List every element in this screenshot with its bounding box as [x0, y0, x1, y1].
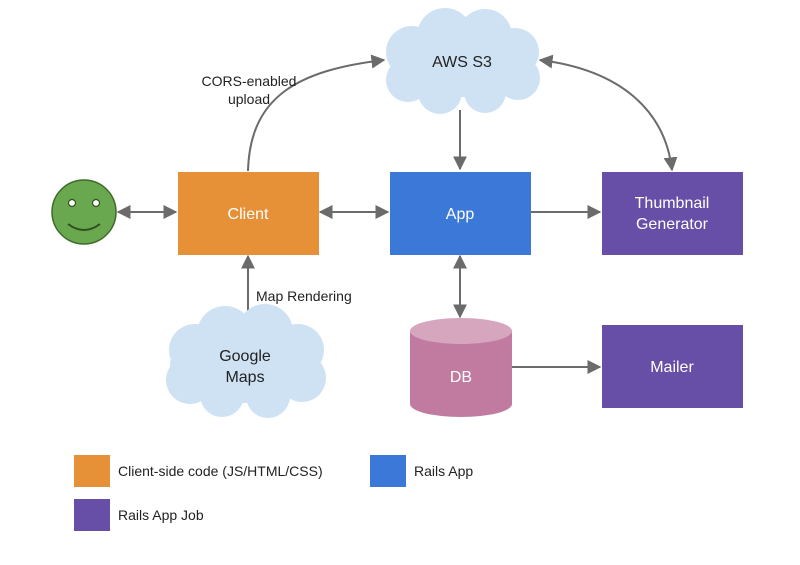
legend-label-client-side: Client-side code (JS/HTML/CSS) — [118, 463, 323, 479]
legend-item-rails-app: Rails App — [370, 455, 473, 487]
google-maps-label-line2: Maps — [225, 369, 264, 386]
google-maps-cloud: Google Maps — [166, 304, 326, 418]
client-label: Client — [228, 206, 269, 223]
mailer-node: Mailer — [602, 325, 743, 408]
google-maps-label-line1: Google — [219, 348, 271, 365]
edge-s3-thumbnail — [538, 54, 678, 172]
map-rendering-label: Map Rendering — [256, 288, 352, 304]
thumbnail-label-line2: Generator — [636, 216, 709, 233]
legend: Client-side code (JS/HTML/CSS) Rails App… — [74, 455, 473, 531]
cors-upload-label-line1: CORS-enabled — [202, 73, 297, 89]
app-node: App — [390, 172, 531, 255]
smiley-face-icon — [51, 179, 117, 245]
mailer-label: Mailer — [650, 359, 694, 376]
legend-swatch-purple — [74, 499, 110, 531]
legend-label-rails-app: Rails App — [414, 463, 473, 479]
legend-label-rails-app-job: Rails App Job — [118, 507, 204, 523]
legend-item-client-side: Client-side code (JS/HTML/CSS) — [74, 455, 323, 487]
cors-upload-label-line2: upload — [228, 91, 270, 107]
edge-client-s3 — [247, 54, 386, 172]
db-node: DB — [410, 318, 512, 417]
thumbnail-label-line1: Thumbnail — [635, 195, 710, 212]
legend-swatch-orange — [74, 455, 110, 487]
aws-s3-cloud: AWS S3 — [386, 8, 540, 114]
db-label: DB — [450, 369, 472, 386]
legend-swatch-blue — [370, 455, 406, 487]
legend-item-rails-app-job: Rails App Job — [74, 499, 204, 531]
thumbnail-generator-node: Thumbnail Generator — [602, 172, 743, 255]
aws-s3-label: AWS S3 — [432, 54, 492, 71]
edges — [116, 54, 678, 374]
app-label: App — [446, 206, 475, 223]
client-node: Client — [178, 172, 319, 255]
